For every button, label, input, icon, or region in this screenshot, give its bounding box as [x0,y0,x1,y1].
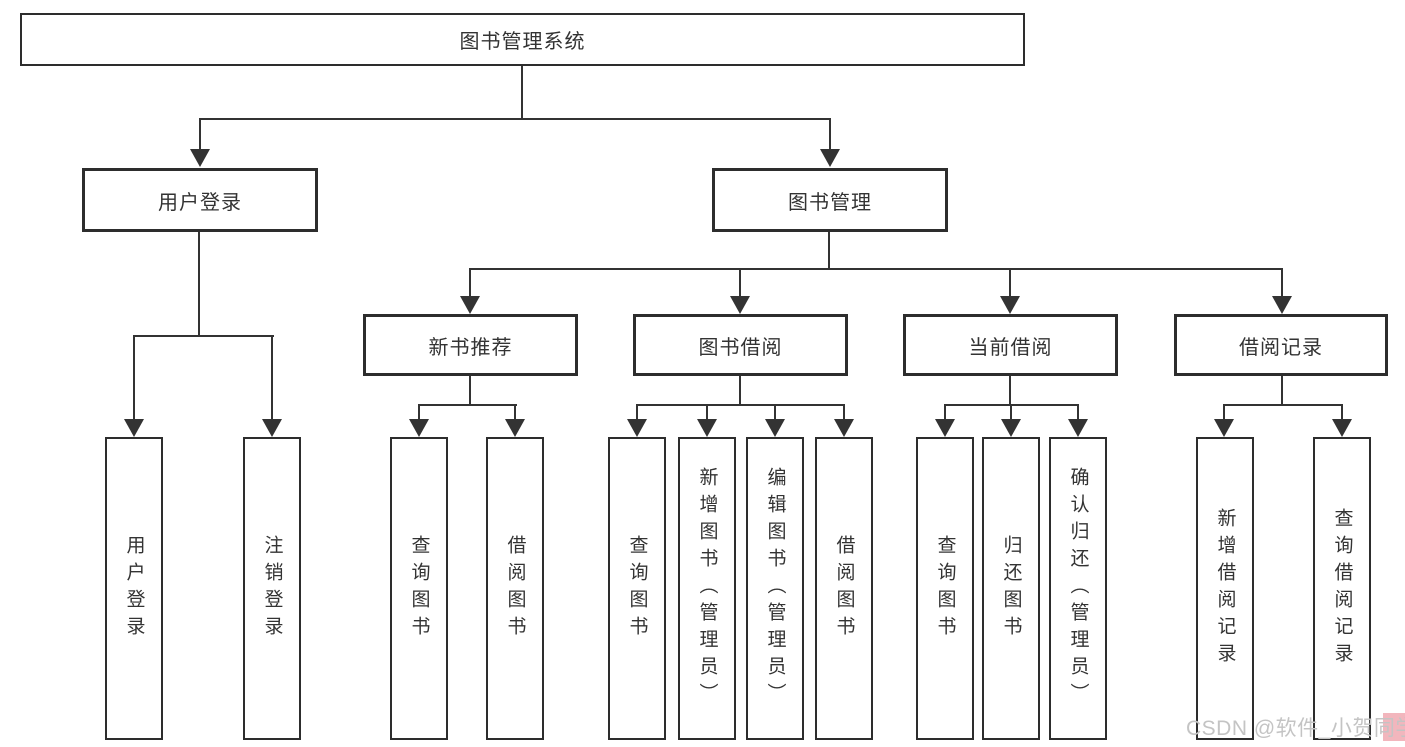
node-label: 图书借阅 [698,336,783,359]
connector-stem-leaf [706,404,708,420]
connector-user-login-stem [198,232,200,337]
arrow-down-icon [820,149,840,167]
node-user-login: 用户登录 [82,168,318,232]
connector-new-book-stem [469,376,471,406]
node-book-management: 图书管理 [712,168,948,232]
arrow-down-icon [1000,296,1020,314]
connector-book-borrow-rail [637,404,845,406]
node-label: 新书推荐 [428,336,513,359]
connector-stem-leaf [133,335,135,419]
arrow-down-icon [1001,419,1021,437]
connector-stem-leaf [1223,404,1225,420]
node-library-management-system: 图书管理系统 [20,13,1025,66]
arrow-down-icon [124,419,144,437]
leaf-label: 新增借阅记录 [1214,507,1236,670]
watermark-text: CSDN @软件_小贺同学 [1186,717,1405,740]
leaf-label: 归还图书 [1000,534,1022,643]
arrow-down-icon [190,149,210,167]
connector-stem-leaf [271,335,273,419]
node-label: 用户登录 [158,191,242,214]
connector-stem-user-login [199,118,201,150]
connector-current-borrow-stem [1009,376,1011,406]
connector-stem-book-borrow [739,268,741,296]
node-new-book-recommend: 新书推荐 [363,314,578,376]
leaf-query-books-recommend: 查询图书 [390,437,448,740]
arrow-down-icon [935,419,955,437]
leaf-add-books-admin: 新增图书（管理员） [678,437,736,740]
connector-stem-leaf [418,404,420,420]
leaf-label: 查询图书 [626,534,648,643]
leaf-label: 确认归还（管理员） [1067,467,1089,710]
arrow-down-icon [834,419,854,437]
connector-stem-leaf [514,404,516,420]
arrow-down-icon [1332,419,1352,437]
connector-stem-book-management [829,118,831,150]
connector-root-rail [199,118,831,120]
leaf-label: 查询图书 [934,534,956,643]
connector-stem-borrow-records [1281,268,1283,296]
connector-stem-new-book [469,268,471,296]
node-label: 借阅记录 [1239,336,1323,359]
arrow-down-icon [730,296,750,314]
leaf-return-books: 归还图书 [982,437,1040,740]
leaf-label: 用户登录 [123,534,145,643]
leaf-user-login: 用户登录 [105,437,163,740]
connector-book-mgmt-rail [470,268,1283,270]
connector-user-login-rail [133,335,274,337]
leaf-label: 编辑图书（管理员） [764,467,786,710]
connector-stem-leaf [774,404,776,420]
connector-stem-leaf [1341,404,1343,420]
leaf-label: 新增图书（管理员） [696,467,718,710]
leaf-label: 注销登录 [261,534,283,643]
connector-stem-leaf [636,404,638,420]
leaf-label: 查询图书 [408,534,430,643]
arrow-down-icon [262,419,282,437]
arrow-down-icon [697,419,717,437]
connector-borrow-records-stem [1281,376,1283,406]
connector-stem-leaf [1077,404,1079,420]
leaf-confirm-return-admin: 确认归还（管理员） [1049,437,1107,740]
leaf-query-books-current: 查询图书 [916,437,974,740]
leaf-borrow-books: 借阅图书 [815,437,873,740]
connector-stem-current-borrow [1009,268,1011,296]
connector-current-borrow-rail [945,404,1079,406]
corner-accent-block [1383,713,1405,741]
leaf-edit-books-admin: 编辑图书（管理员） [746,437,804,740]
arrow-down-icon [1214,419,1234,437]
arrow-down-icon [460,296,480,314]
node-borrow-records: 借阅记录 [1174,314,1388,376]
connector-stem-leaf [944,404,946,420]
leaf-logout: 注销登录 [243,437,301,740]
node-label: 当前借阅 [968,336,1053,359]
arrow-down-icon [409,419,429,437]
node-book-borrow: 图书借阅 [633,314,848,376]
arrow-down-icon [765,419,785,437]
leaf-label: 借阅图书 [833,534,855,643]
connector-stem-leaf [1010,404,1012,420]
node-label: 图书管理系统 [459,31,586,53]
connector-root-stem [521,66,523,120]
leaf-query-borrow-record: 查询借阅记录 [1313,437,1371,740]
node-current-borrow: 当前借阅 [903,314,1118,376]
connector-book-borrow-stem [739,376,741,406]
arrow-down-icon [505,419,525,437]
leaf-query-books-borrow: 查询图书 [608,437,666,740]
connector-book-mgmt-stem [828,232,830,270]
connector-borrow-records-rail [1224,404,1343,406]
leaf-add-borrow-record: 新增借阅记录 [1196,437,1254,740]
leaf-label: 借阅图书 [504,534,526,643]
arrow-down-icon [1068,419,1088,437]
arrow-down-icon [627,419,647,437]
connector-stem-leaf [843,404,845,420]
arrow-down-icon [1272,296,1292,314]
leaf-label: 查询借阅记录 [1331,507,1353,670]
connector-new-book-rail [419,404,517,406]
node-label: 图书管理 [788,191,872,214]
leaf-borrow-books-recommend: 借阅图书 [486,437,544,740]
